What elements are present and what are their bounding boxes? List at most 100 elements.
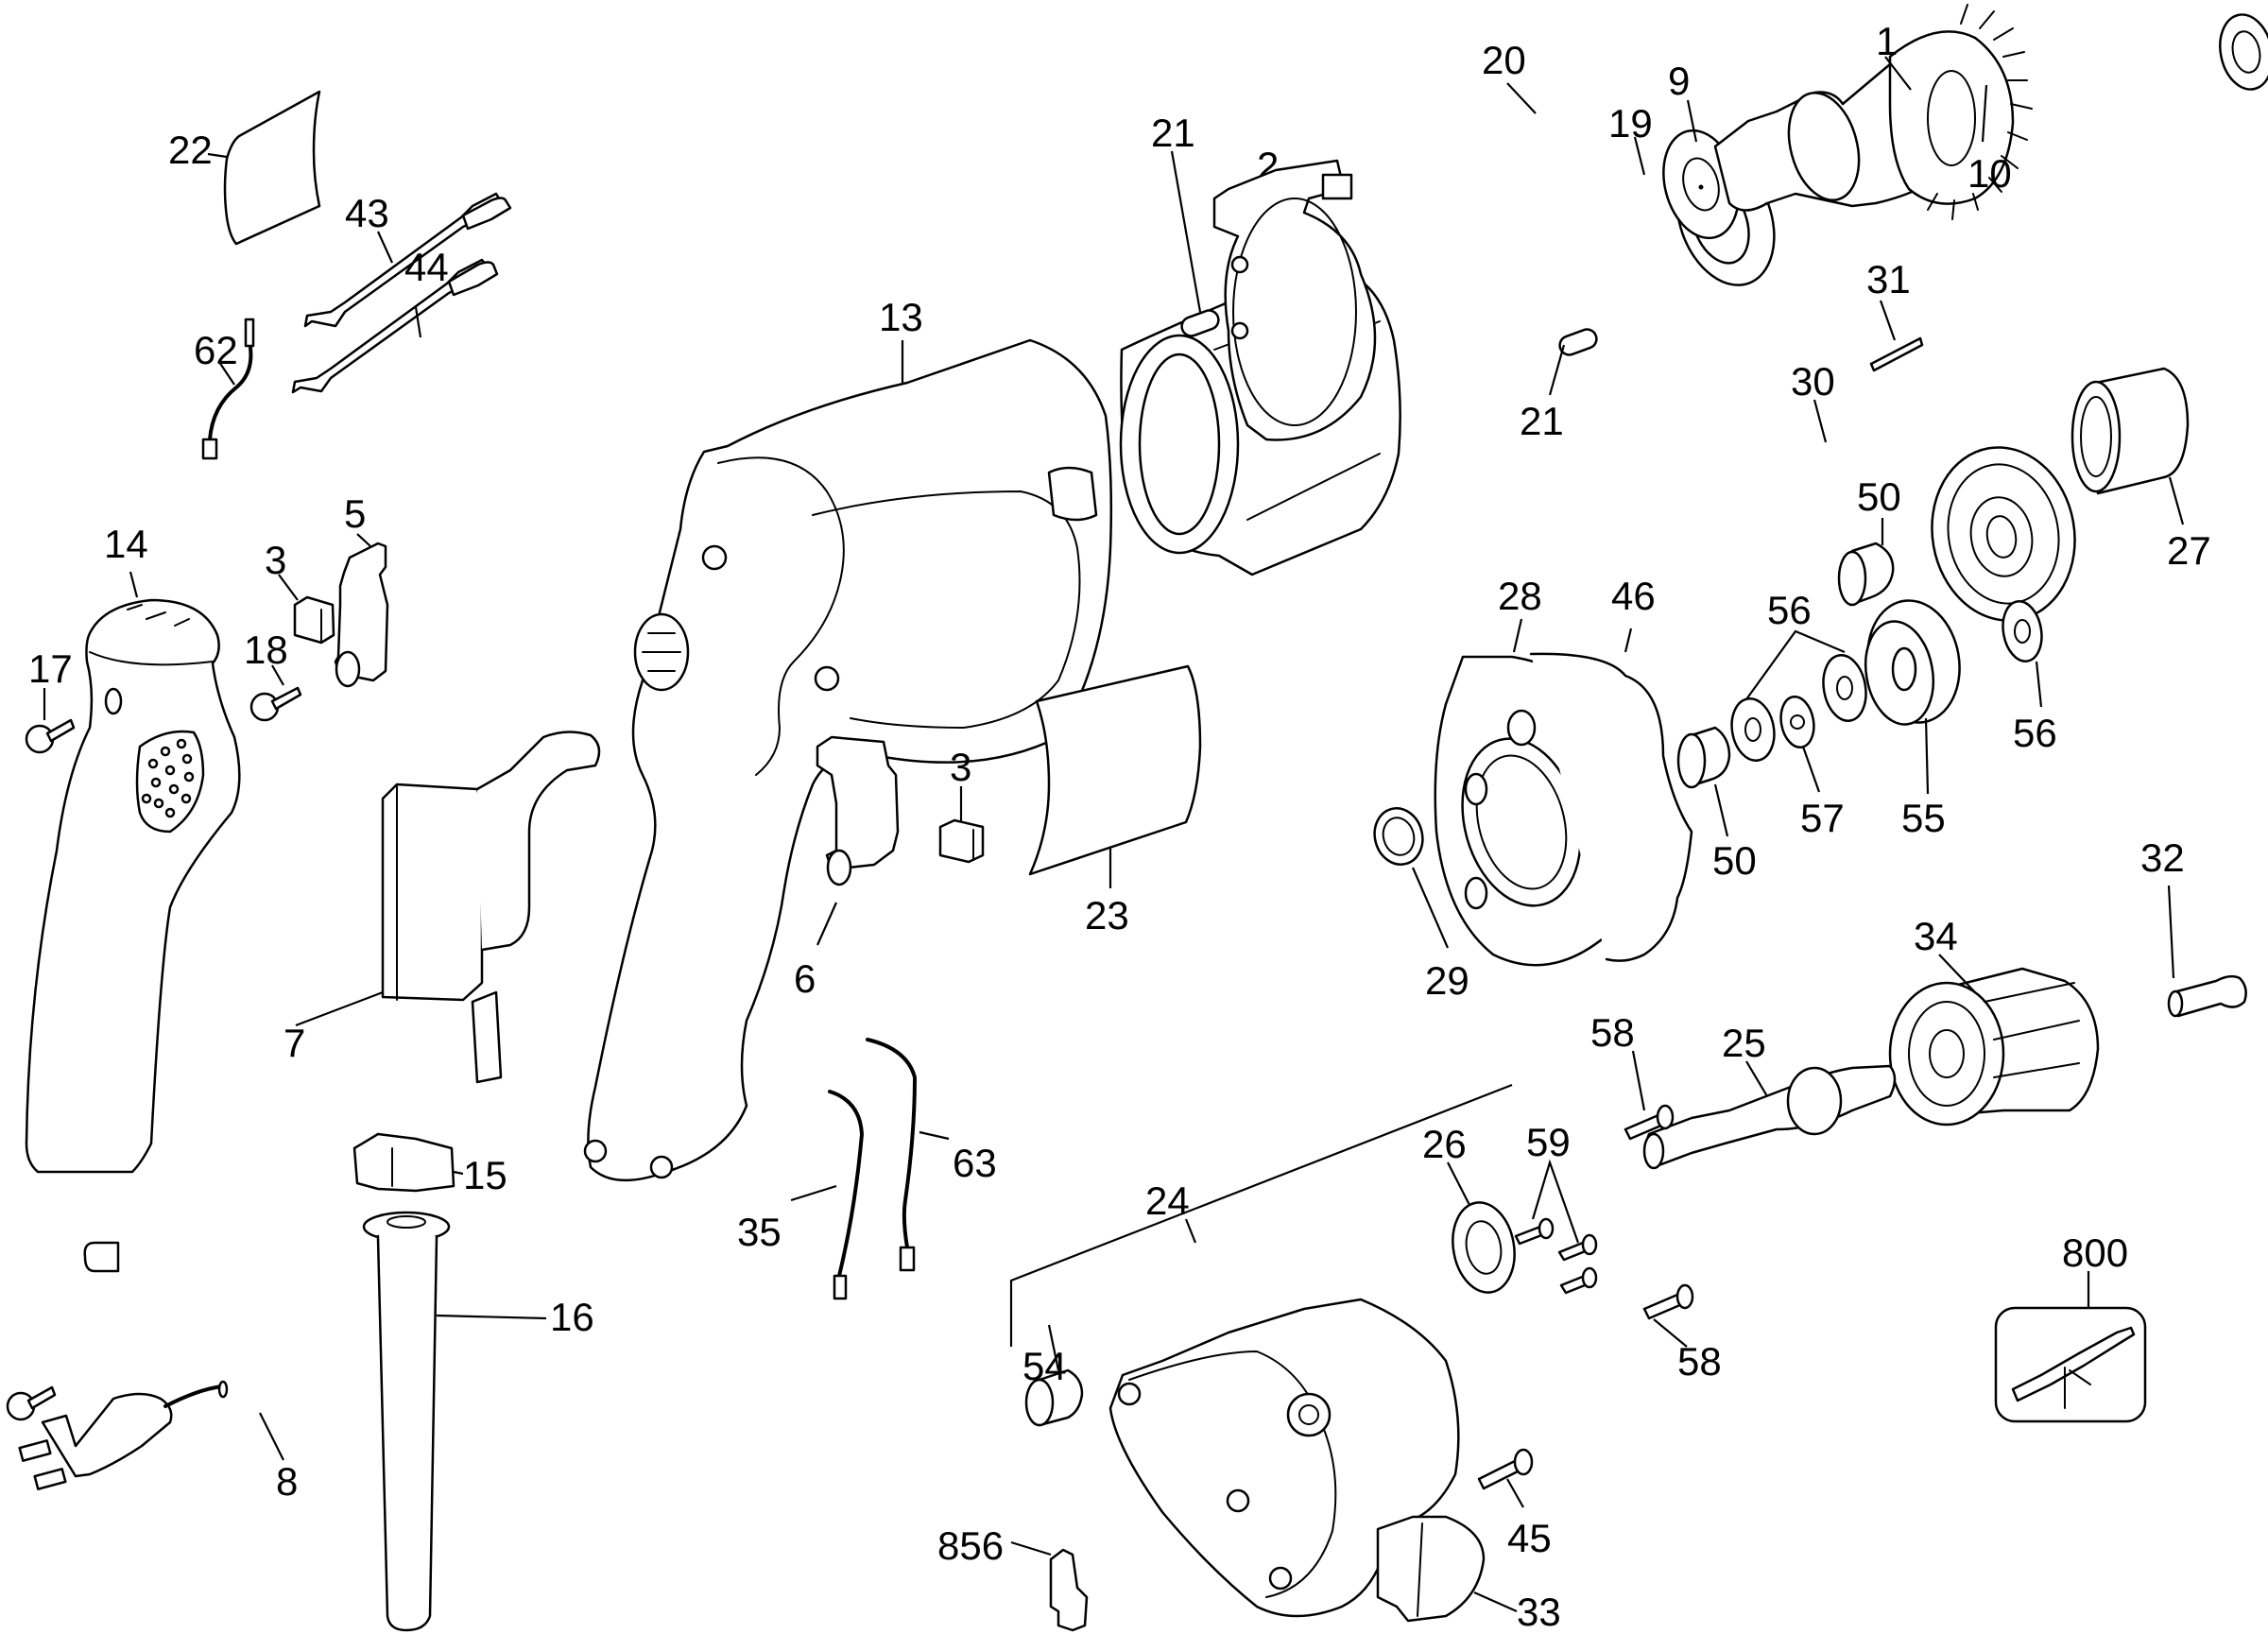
callout-32: 32 bbox=[2140, 835, 2185, 880]
callout-21-lower: 21 bbox=[1520, 399, 1564, 443]
callout-17: 17 bbox=[28, 646, 73, 691]
callout-14: 14 bbox=[104, 522, 148, 566]
part-1-armature bbox=[1713, 4, 2033, 220]
callout-23: 23 bbox=[1085, 893, 1129, 937]
callout-9: 9 bbox=[1668, 59, 1690, 103]
callout-5: 5 bbox=[344, 491, 366, 536]
part-20-brush-holder-assembly bbox=[1212, 82, 1537, 441]
part-54-needle-bearing bbox=[1024, 1324, 1084, 1427]
vent-holes bbox=[141, 738, 195, 818]
callout-10: 10 bbox=[1967, 151, 2012, 196]
part-57-retaining-ring bbox=[1779, 695, 1821, 793]
screw-unlabeled bbox=[6, 1385, 57, 1421]
part-15-cord-clamp bbox=[352, 1132, 464, 1193]
callout-21-upper: 21 bbox=[1151, 111, 1195, 155]
part-14-handle-cover bbox=[25, 571, 241, 1273]
part-24-gear-case bbox=[1009, 1083, 1513, 1618]
part-62-lead-wire bbox=[201, 318, 255, 460]
callout-26: 26 bbox=[1422, 1122, 1467, 1166]
part-27-clutch-sleeve bbox=[2070, 367, 2190, 525]
part-56-washer-c bbox=[2002, 600, 2043, 708]
callout-55: 55 bbox=[1901, 796, 1946, 840]
callout-856: 856 bbox=[937, 1523, 1004, 1568]
callout-29: 29 bbox=[1425, 958, 1469, 1003]
callout-3-upper: 3 bbox=[265, 538, 286, 582]
callout-16: 16 bbox=[550, 1295, 594, 1339]
callout-56-upper: 56 bbox=[1767, 588, 1812, 632]
part-21-pin-upper bbox=[1170, 150, 1220, 337]
callout-59: 59 bbox=[1526, 1120, 1571, 1164]
part-23-label-sheet bbox=[1028, 664, 1202, 888]
part-33-reverse-lever bbox=[1376, 1515, 1518, 1623]
part-30-gear bbox=[1813, 399, 2076, 622]
callout-57: 57 bbox=[1800, 796, 1845, 840]
callout-58-lower: 58 bbox=[1677, 1339, 1722, 1384]
part-46-gasket bbox=[1529, 628, 1693, 962]
callout-800: 800 bbox=[2062, 1230, 2128, 1275]
callout-50-lower: 50 bbox=[1712, 838, 1757, 883]
part-56-washer-b bbox=[1822, 654, 1867, 722]
part-3-brush-lower bbox=[938, 786, 985, 864]
part-26-bearing bbox=[1447, 1161, 1516, 1294]
part-8-cord-set bbox=[18, 1380, 284, 1490]
part-43-lead-wire bbox=[303, 192, 512, 328]
callout-62: 62 bbox=[194, 328, 238, 372]
callout-30: 30 bbox=[1791, 359, 1835, 404]
callout-31: 31 bbox=[1866, 257, 1911, 301]
part-16-cord-protector bbox=[362, 1211, 547, 1632]
part-55-cluster-gear bbox=[1864, 599, 1961, 795]
callout-8: 8 bbox=[276, 1459, 298, 1504]
part-5-brush-holder bbox=[334, 533, 389, 688]
part-44-lead-wire bbox=[291, 258, 499, 394]
callout-33: 33 bbox=[1517, 1590, 1561, 1634]
part-50-bearing-upper bbox=[1837, 518, 1895, 607]
part-63-lead-wire bbox=[866, 1038, 950, 1272]
callout-6: 6 bbox=[794, 956, 816, 1001]
part-34-nosepiece bbox=[1888, 954, 2100, 1127]
part-50-bearing-lower bbox=[1676, 726, 1731, 837]
part-22-label-sheet bbox=[207, 90, 321, 246]
part-31-pin bbox=[1869, 300, 1924, 372]
part-18-screw bbox=[249, 664, 302, 722]
part-59-screws bbox=[1514, 1159, 1598, 1295]
part-856-bracket bbox=[1010, 1540, 1089, 1632]
callout-28: 28 bbox=[1498, 574, 1542, 618]
callout-18: 18 bbox=[244, 628, 288, 672]
callout-44: 44 bbox=[404, 245, 449, 289]
part-21-pin-lower bbox=[1548, 328, 1598, 396]
part-17-screw bbox=[25, 688, 76, 754]
callout-54: 54 bbox=[1022, 1344, 1067, 1388]
part-13-housing bbox=[583, 338, 1113, 1182]
callout-1: 1 bbox=[1876, 19, 1898, 63]
callout-7: 7 bbox=[284, 1021, 305, 1065]
callout-19: 19 bbox=[1608, 101, 1653, 146]
part-58-screw-lower bbox=[1642, 1283, 1694, 1348]
callout-35: 35 bbox=[737, 1210, 782, 1254]
part-56-washer-a bbox=[1730, 697, 1776, 762]
callout-50-upper: 50 bbox=[1857, 474, 1901, 519]
part-6-brush-holder bbox=[816, 735, 900, 946]
callout-13: 13 bbox=[879, 295, 923, 339]
callout-22: 22 bbox=[168, 128, 213, 172]
part-58-screw-upper bbox=[1624, 1050, 1675, 1141]
callout-25: 25 bbox=[1722, 1021, 1766, 1065]
part-800-belt-hook-inset bbox=[1994, 1271, 2147, 1423]
part-35-lead-wire bbox=[790, 1090, 865, 1300]
part-3-brush-upper bbox=[278, 574, 335, 645]
armature-gear-teeth bbox=[1927, 4, 2033, 220]
part-32-bit-holder bbox=[2167, 885, 2247, 1018]
part-29-washer bbox=[1373, 807, 1450, 949]
callout-3-lower: 3 bbox=[950, 745, 971, 789]
callout-45: 45 bbox=[1507, 1516, 1552, 1560]
part-45-screw bbox=[1477, 1448, 1534, 1508]
callout-24: 24 bbox=[1145, 1178, 1190, 1223]
callout-58-upper: 58 bbox=[1590, 1010, 1635, 1055]
callout-56-lower: 56 bbox=[2013, 711, 2057, 755]
part-25-spindle bbox=[1642, 1060, 1897, 1170]
callout-20: 20 bbox=[1482, 38, 1526, 82]
part-10-bearing bbox=[1981, 13, 2268, 143]
callout-56-upper-leader bbox=[1745, 629, 1846, 700]
callout-43: 43 bbox=[345, 191, 389, 235]
callout-46: 46 bbox=[1611, 574, 1656, 618]
